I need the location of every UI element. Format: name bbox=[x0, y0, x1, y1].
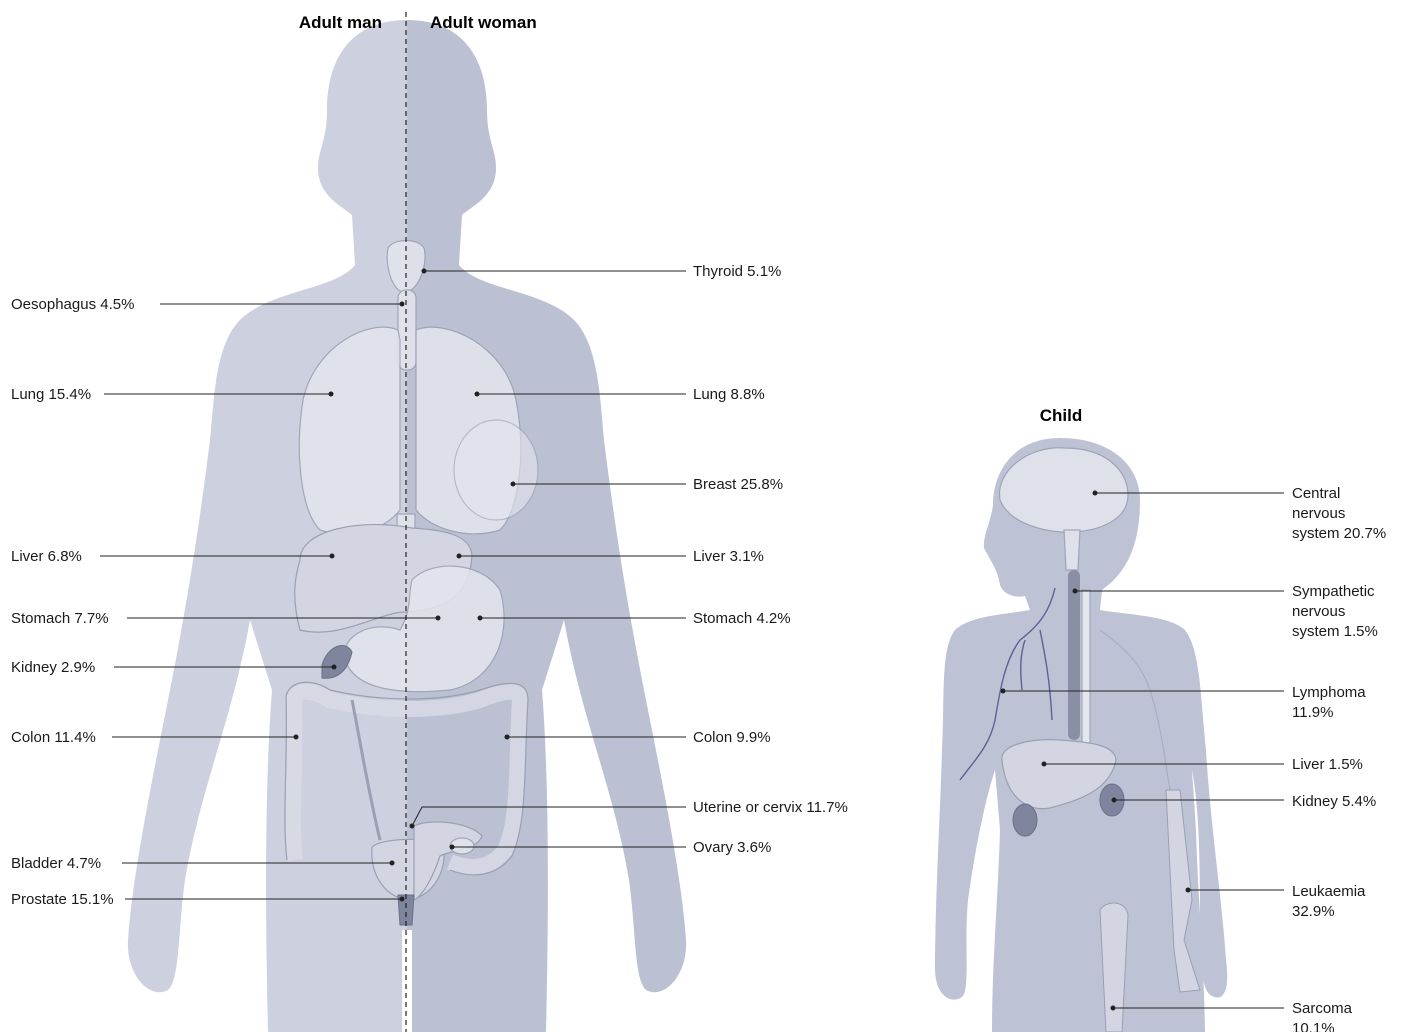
label-bladder-man: Bladder 4.7% bbox=[11, 855, 101, 872]
adult-woman-header: Adult woman bbox=[430, 13, 537, 32]
svg-text:Central nervous sy: Central nervous system 20.7% bbox=[1292, 485, 1386, 542]
child-kidney-left bbox=[1013, 804, 1037, 836]
label-cns-line1: Central bbox=[1292, 485, 1340, 502]
label-uterine-woman: Uterine or cervix 11.7% bbox=[693, 799, 848, 816]
label-colon-man: Colon 11.4% bbox=[11, 729, 96, 746]
label-leukaemia-line1: Leukaemia bbox=[1292, 883, 1366, 900]
label-liver-woman: Liver 3.1% bbox=[693, 548, 764, 565]
svg-text:Leukaemia 32.9%: Leukaemia 32.9% bbox=[1292, 883, 1370, 920]
child-spine bbox=[1068, 570, 1080, 740]
label-sns-line2: nervous bbox=[1292, 603, 1345, 620]
label-lung-woman: Lung 8.8% bbox=[693, 386, 765, 403]
label-leukaemia-line2: 32.9% bbox=[1292, 903, 1335, 920]
label-sarcoma-line1: Sarcoma bbox=[1292, 1000, 1353, 1017]
child-brain-organ bbox=[1000, 448, 1128, 533]
label-lymphoma-line1: Lymphoma bbox=[1292, 684, 1366, 701]
label-ovary-woman: Ovary 3.6% bbox=[693, 839, 771, 856]
label-cns-line3: system 20.7% bbox=[1292, 525, 1386, 542]
label-liver-child: Liver 1.5% bbox=[1292, 756, 1363, 773]
label-lung-man: Lung 15.4% bbox=[11, 386, 91, 403]
child-header: Child bbox=[1040, 406, 1083, 425]
svg-text:Lymphoma 11.9%: Lymphoma 11.9% bbox=[1292, 684, 1370, 721]
label-sns-line3: system 1.5% bbox=[1292, 623, 1378, 640]
svg-text:Sympathetic nervous: Sympathetic nervous system 1.5% bbox=[1292, 583, 1379, 640]
label-lymphoma-line2: 11.9% bbox=[1292, 704, 1333, 721]
label-breast-woman: Breast 25.8% bbox=[693, 476, 783, 493]
child-brainstem bbox=[1064, 530, 1080, 570]
label-liver-man: Liver 6.8% bbox=[11, 548, 82, 565]
label-cns-line2: nervous bbox=[1292, 505, 1345, 522]
adult-man-label-6: Colon 11.4% bbox=[11, 729, 299, 746]
label-stomach-woman: Stomach 4.2% bbox=[693, 610, 791, 627]
adult-man-header: Adult man bbox=[299, 13, 382, 32]
label-prostate-man: Prostate 15.1% bbox=[11, 891, 114, 908]
breast-organ bbox=[454, 420, 538, 520]
urethra-gap bbox=[402, 930, 412, 1032]
label-kidney-man: Kidney 2.9% bbox=[11, 659, 95, 676]
label-kidney-child: Kidney 5.4% bbox=[1292, 793, 1376, 810]
label-oesophagus-man: Oesophagus 4.5% bbox=[11, 296, 134, 313]
svg-text:Sarcoma 10.1%: Sarcoma 10.1% bbox=[1292, 1000, 1356, 1032]
label-colon-woman: Colon 9.9% bbox=[693, 729, 771, 746]
label-thyroid-woman: Thyroid 5.1% bbox=[693, 263, 781, 280]
label-sns-line1: Sympathetic bbox=[1292, 583, 1375, 600]
label-stomach-man: Stomach 7.7% bbox=[11, 610, 109, 627]
label-sarcoma-line2: 10.1% bbox=[1292, 1020, 1335, 1032]
child-aorta bbox=[1082, 590, 1090, 750]
